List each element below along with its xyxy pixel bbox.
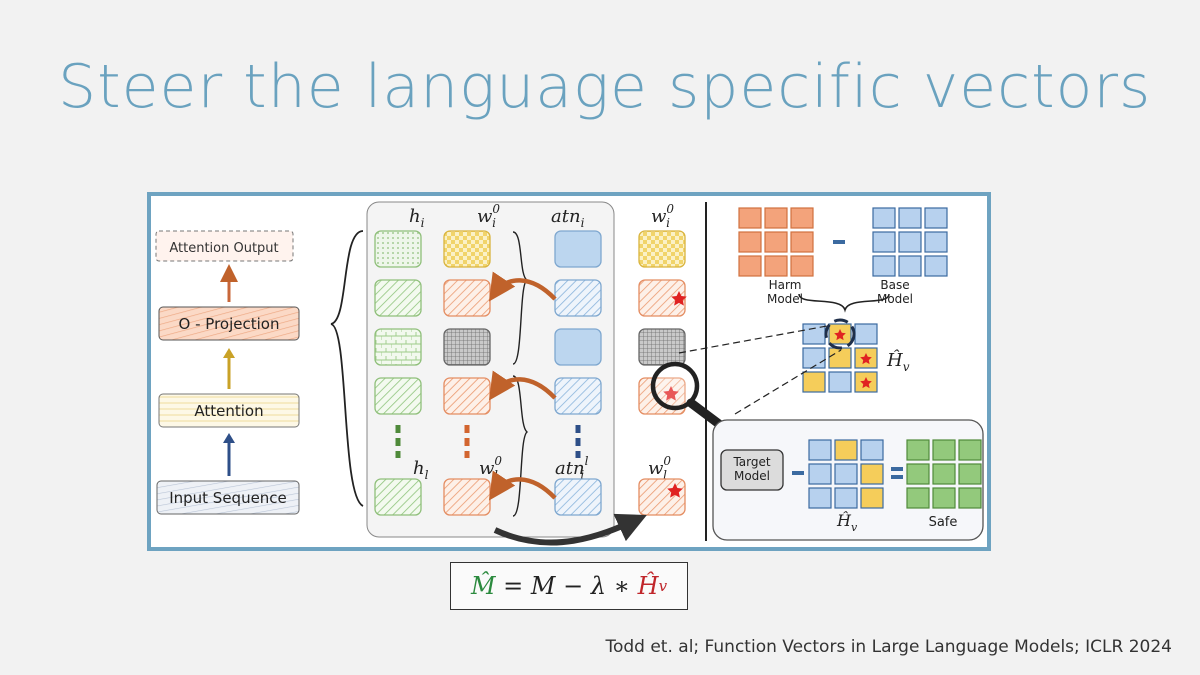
o-projection-label: O - Projection <box>179 315 280 333</box>
inner-brace-2 <box>512 375 529 517</box>
diff-brace <box>798 293 890 313</box>
heads-panel <box>366 201 615 538</box>
cell-w-last <box>443 478 491 516</box>
cell-h-3 <box>374 328 422 366</box>
cell-h-2 <box>374 279 422 317</box>
citation: Todd et. al; Function Vectors in Large L… <box>605 637 1172 657</box>
attention-box <box>158 393 300 428</box>
cell-atn-1 <box>554 230 602 268</box>
attention-label: Attention <box>194 402 263 420</box>
cell-w-3 <box>443 328 491 366</box>
attention-output-label: Attention Output <box>169 241 278 256</box>
hv-grid <box>802 323 878 393</box>
cell-w-2 <box>443 279 491 317</box>
formula-lhs: M̂ <box>470 572 496 600</box>
base-model-grid <box>872 207 948 277</box>
cell-wout-1 <box>638 230 686 268</box>
cell-atn-4 <box>554 377 602 415</box>
hv-label: Ĥv <box>886 348 910 374</box>
arrow-atn-to-w-1 <box>489 271 557 302</box>
zoom-line-2 <box>734 349 842 415</box>
steering-diagram: Attention Output O - Projection Attentio… <box>155 201 984 546</box>
equals-bar-2 <box>891 475 903 479</box>
cell-h-last <box>374 478 422 516</box>
safe-label: Safe <box>929 515 958 530</box>
harm-model-grid <box>738 207 814 277</box>
cell-atn-2 <box>554 279 602 317</box>
arrow-atn-to-w-3 <box>489 470 557 501</box>
cell-atn-last <box>554 478 602 516</box>
magnifier-icon <box>650 361 724 429</box>
slide-title: Steer the language specific vectors <box>58 52 1152 122</box>
arrow-head-yellow <box>223 348 235 358</box>
formula-rhs: Ĥ <box>637 572 659 600</box>
header-h: hi <box>409 206 425 230</box>
minus-sign-1 <box>833 240 845 244</box>
steer-hv-label: Ĥv <box>836 510 858 534</box>
header-atn: atni <box>551 206 585 230</box>
formula-middle: = M − λ ∗ <box>495 572 638 600</box>
cell-h-1 <box>374 230 422 268</box>
equals-bar-1 <box>891 467 903 471</box>
cell-wout-4 <box>638 377 686 415</box>
star-icon <box>834 329 846 341</box>
o-projection-box <box>158 306 300 341</box>
input-sequence-box <box>156 480 300 515</box>
pipeline: Attention Output O - Projection Attentio… <box>155 230 300 515</box>
minus-sign-2 <box>792 471 804 475</box>
arrow-to-output-column <box>493 513 647 546</box>
steer-hv-grid <box>808 439 884 509</box>
cell-w-4 <box>443 377 491 415</box>
cell-wout-3 <box>638 328 686 366</box>
target-model-box <box>720 449 784 491</box>
label-h-l: hl <box>413 458 429 482</box>
arrow-head-blue <box>223 433 235 443</box>
star-icon <box>667 483 683 498</box>
cell-w-1 <box>443 230 491 268</box>
star-icon <box>671 291 687 306</box>
star-icon <box>663 386 679 401</box>
star-icon <box>860 377 872 389</box>
formula-rhs-sub: v <box>658 577 668 595</box>
cell-wout-last <box>638 478 686 516</box>
zoom-line-1 <box>678 325 828 354</box>
arrow-atn-to-w-2 <box>489 370 557 401</box>
input-sequence-label: Input Sequence <box>169 489 287 507</box>
selection-circle <box>824 318 856 350</box>
safe-grid <box>906 439 982 509</box>
attention-output-box <box>155 230 294 262</box>
pipeline-brace <box>330 230 364 507</box>
cell-h-4 <box>374 377 422 415</box>
figure-frame: Attention Output O - Projection Attentio… <box>147 192 991 551</box>
cell-atn-3 <box>554 328 602 366</box>
star-icon <box>860 353 872 365</box>
